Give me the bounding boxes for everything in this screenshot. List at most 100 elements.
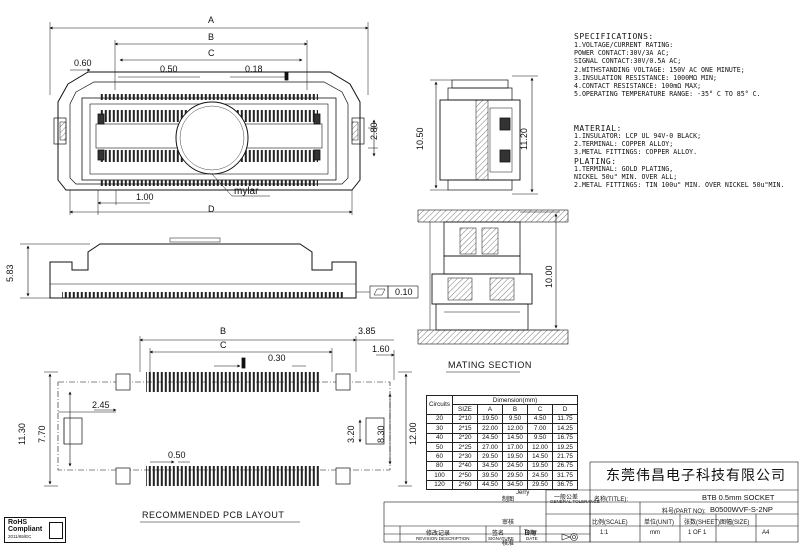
table-cell: 36.75 (552, 479, 578, 490)
table-cell: 14.50 (502, 432, 528, 443)
material-line-2: 2.TERMINAL: COPPER ALLOY; (574, 140, 674, 148)
table-cell: 60 (426, 451, 453, 462)
table-cell: 80 (426, 460, 453, 472)
table-cell: 29.50 (527, 479, 553, 490)
table-header-cell: D (552, 404, 578, 415)
side-view (430, 75, 538, 195)
plating-line-2: NICKEL 50u" MIN. OVER ALL; (574, 173, 678, 181)
tolerance-sub: GENERAL TOLERANCE (550, 499, 600, 504)
table-cell: 120 (426, 479, 453, 490)
table-cell: 34.50 (502, 479, 528, 490)
table-header-cell: A (477, 404, 503, 415)
table-cell: 17.00 (502, 441, 528, 453)
pcb-dim-8-30: 8.30 (376, 425, 386, 443)
dim-B: B (208, 32, 215, 42)
table-cell: 39.50 (477, 470, 503, 481)
pcb-dim-2-45: 2.45 (92, 400, 110, 410)
table-cell: 26.75 (552, 460, 578, 472)
mating-section (417, 209, 569, 373)
table-cell: 100 (426, 470, 453, 481)
unit-label: 单位(UNIT) (644, 520, 674, 526)
pcb-dim-12-00: 12.00 (408, 422, 418, 445)
spec-line-6: 4.CONTACT RESISTANCE: 100mΩ MAX; (574, 82, 702, 90)
table-cell: 19.50 (502, 451, 528, 462)
table-cell: 24.50 (527, 470, 553, 481)
pcb-layout (44, 336, 412, 523)
table-cell: 2*40 (452, 460, 478, 472)
sheet-value: 1 OF 1 (688, 530, 707, 536)
table-cell: 40 (426, 432, 453, 443)
table-cell: 19.50 (477, 413, 503, 425)
table-cell: 19.25 (552, 441, 578, 453)
table-cell: 2*50 (452, 470, 478, 481)
material-line-3: 3.METAL FITTINGS: COPPER ALLOY. (574, 148, 698, 156)
material-line-1: 1.INSULATOR: LCP UL 94V-0 BLACK; (574, 132, 702, 140)
dim-C: C (208, 48, 215, 58)
table-cell: 14.25 (552, 423, 578, 434)
table-cell: 9.50 (527, 432, 553, 443)
part-no: B0500WVF-S-2NP (710, 505, 773, 514)
table-cell: 9.50 (502, 413, 528, 425)
dim-D: D (208, 204, 215, 214)
scale-label: 比例(SCALE) (592, 520, 628, 526)
part-no-label: 料号(PART NO): (662, 509, 706, 515)
table-cell: 19.50 (527, 460, 553, 472)
date-sub: DATE (526, 536, 538, 541)
recommended-pcb-label: RECOMMENDED PCB LAYOUT (142, 510, 285, 520)
pcb-dim-0-50: 0.50 (168, 450, 186, 460)
dim-0-18: 0.18 (245, 64, 263, 74)
scale-value: 1:1 (600, 530, 609, 536)
front-view (20, 237, 419, 299)
rohs-line-1: RoHS (8, 519, 28, 526)
spec-line-4: 2.WITHSTANDING VOLTAGE: 150V AC ONE MINU… (574, 66, 745, 74)
dim-0-60: 0.60 (74, 58, 92, 68)
table-cell: 12.00 (502, 423, 528, 434)
table-cell: 31.75 (552, 470, 578, 481)
signature-sub: SIGNATURE (488, 536, 514, 541)
table-header-cell: C (527, 404, 553, 415)
table-header-cell: SIZE (452, 404, 478, 415)
table-cell: 27.00 (477, 441, 503, 453)
recycle-icon (49, 522, 63, 539)
dim-10-00: 10.00 (544, 265, 554, 288)
table-cell: 29.50 (477, 451, 503, 462)
plating-line-1: 1.TERMINAL: GOLD PLATING, (574, 165, 674, 173)
pcb-dim-3-20: 3.20 (346, 425, 356, 443)
plating-line-3: 2.METAL FITTINGS: TIN 100u" MIN. OVER NI… (574, 181, 785, 189)
table-header-row: Circuits Dimension(mm) (426, 394, 578, 415)
revision-sub: REVISION DESCRIPTION (416, 536, 470, 541)
spec-line-1: 1.VOLTAGE/CURRENT RATING: (574, 41, 674, 49)
spec-line-7: 5.OPERATING TEMPERATURE RANGE: -35° C TO… (574, 90, 761, 98)
table-cell: 2*25 (452, 441, 478, 453)
pcb-dim-11-30: 11.30 (17, 423, 27, 445)
date-label: 日期 (524, 531, 537, 537)
spec-title: SPECIFICATIONS: (574, 32, 654, 41)
dim-A: A (208, 15, 215, 25)
drawn-by: Jerry (516, 490, 530, 496)
table-cell: 2*20 (452, 432, 478, 443)
table-cell: 2*15 (452, 423, 478, 434)
table-cell: 2*30 (452, 451, 478, 462)
table-header-cell: Dimension(mm) (452, 394, 578, 406)
spec-line-3: SIGNAL CONTACT:30V/0.5A AC; (574, 57, 682, 65)
table-cell: 20 (426, 413, 453, 425)
pcb-dim-7-70: 7.70 (37, 425, 47, 443)
pcb-dim-1-60: 1.60 (372, 344, 390, 354)
table-cell: 11.75 (552, 413, 578, 425)
approved-by: Tony (524, 530, 537, 536)
dim-0-50: 0.50 (160, 64, 178, 74)
sheet-label: 张数(SHEET) (684, 520, 721, 526)
approved-label: 核准 (502, 541, 515, 547)
dim-11-20: 11.20 (519, 128, 529, 150)
rohs-line-2: Compliant (8, 526, 43, 533)
table-header-cell: Circuits (426, 395, 453, 415)
table-cell: 34.50 (477, 460, 503, 472)
dim-10-50: 10.50 (415, 127, 425, 150)
